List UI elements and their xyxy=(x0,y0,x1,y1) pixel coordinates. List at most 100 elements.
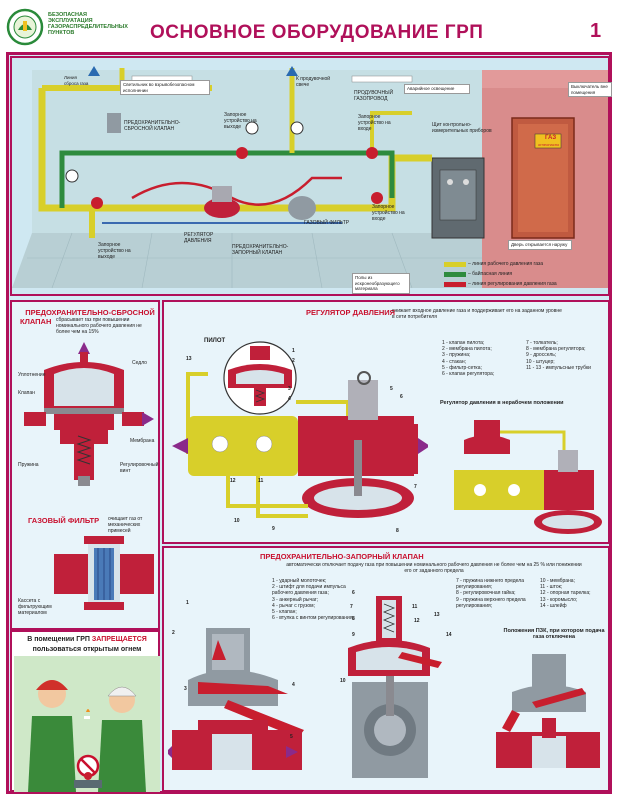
relief-label-membrane: Мембрана xyxy=(130,438,155,444)
warning-prefix: В помещении ГРП xyxy=(27,636,90,643)
shutoff-valve-diagram-middle xyxy=(348,596,442,778)
regulator-title: РЕГУЛЯТОР ДАВЛЕНИЯ xyxy=(306,308,396,317)
regulator-diagram xyxy=(172,341,428,518)
shutoff-title: ПРЕДОХРАНИТЕЛЬНО-ЗАПОРНЫЙ КЛАПАН xyxy=(260,552,424,561)
relief-title-2: КЛАПАН xyxy=(20,317,52,326)
list-item: 12 - опорная тарелка; xyxy=(540,590,591,597)
shutoff-list-2: 7 - пружина нижнего предела регулировани… xyxy=(456,578,538,609)
list-item: 8 - мембрана регулятора; xyxy=(526,346,586,353)
list-item: 6 - клапан регулятора; xyxy=(442,371,495,378)
shutoff-panel: ПРЕДОХРАНИТЕЛЬНО-ЗАПОРНЫЙ КЛАПАН автомат… xyxy=(162,546,610,792)
relief-label-seat: Седло xyxy=(132,360,147,366)
regulator-desc: снижает входное давление газа и поддержи… xyxy=(392,308,562,320)
list-item: 2 - штифт для подачи импульса рабочего д… xyxy=(272,584,346,597)
org-line: БЕЗОПАСНАЯ xyxy=(48,12,87,18)
label-outlet-device-low: Запорное устройство на выходе xyxy=(98,242,131,260)
reg-num-11: 11 xyxy=(258,478,264,484)
reg-num-6: 6 xyxy=(400,394,403,400)
list-item: 8 - регулировочная гайка; xyxy=(456,590,516,597)
label-gas-filter: ГАЗОВЫЙ ФИЛЬТР xyxy=(304,220,350,226)
label-floor: Полы из искронеобразующего материала xyxy=(352,273,410,294)
list-item: 7 - толкатель; xyxy=(526,340,558,346)
label-purge-pipe: ПРОДУВОЧНЫЙ ГАЗОПРОВОД xyxy=(354,90,394,102)
reg-num-7: 7 xyxy=(414,484,417,490)
reg-num-9: 9 xyxy=(272,526,275,532)
list-item: 9 - пружина верхнего предела регулирован… xyxy=(456,596,526,609)
scheme-panel: Линия сброса газа Светильник во взрывобе… xyxy=(10,56,612,296)
list-item: 13 - коромысло; xyxy=(540,596,578,603)
reg-num-8: 8 xyxy=(396,528,399,534)
legend-regulating: – линия регулирования давления газа xyxy=(468,281,557,287)
label-discharge-line: Линия сброса газа xyxy=(64,75,89,86)
pzk-num-3: 3 xyxy=(184,686,187,692)
label-door: Дверь открывается наружу xyxy=(508,240,572,250)
list-item: 6 - втулка с винтом регулирования; xyxy=(272,615,354,622)
reg-num-1: 1 xyxy=(292,348,295,354)
label-to-candle: К продувочной свече xyxy=(296,76,331,88)
list-item: 9 - дроссель; xyxy=(526,352,557,359)
org-line: ГАЗОРАСПРЕДЕЛИТЕЛЬНЫХ xyxy=(48,24,128,30)
regulator-list-left: 1 - клапан пилота; 2 - мембрана пилота; … xyxy=(442,340,528,377)
filter-desc: очищает газ от механических примесей xyxy=(108,516,143,534)
org-name: БЕЗОПАСНАЯ ЭКСПЛУАТАЦИЯ ГАЗОРАСПРЕДЕЛИТЕ… xyxy=(48,12,158,36)
list-item: 3 - пружина; xyxy=(442,352,471,359)
pzk-num-11: 11 xyxy=(412,604,418,610)
reg-num-2: 2 xyxy=(292,358,295,364)
legend-swatch-bypass xyxy=(444,272,466,277)
grp-room-illustration xyxy=(12,66,608,289)
label-outlet-device: Запорное устройство на выходе xyxy=(224,112,257,130)
pzk-num-9: 9 xyxy=(352,632,355,638)
legend-swatch-working xyxy=(444,262,466,267)
list-item: 2 - мембрана пилота; xyxy=(442,346,492,353)
relief-label-screw: Регулировочный винт xyxy=(120,462,159,474)
pzk-num-10: 10 xyxy=(340,678,346,684)
pilot-label: ПИЛОТ xyxy=(204,338,226,344)
pzk-num-1: 1 xyxy=(186,600,189,606)
pzk-num-4: 4 xyxy=(292,682,295,688)
regulator-nonwork-title: Регулятор давления в нерабочем положении xyxy=(440,400,564,406)
pzk-num-7: 7 xyxy=(350,604,353,610)
page-title: ОСНОВНОЕ ОБОРУДОВАНИЕ ГРП xyxy=(150,22,484,43)
warning-panel: В помещении ГРП ЗАПРЕЩАЕТСЯ пользоваться… xyxy=(10,630,160,792)
label-relief-valve: ПРЕДОХРАНИТЕЛЬНО-СБРОСНОЙ КЛАПАН xyxy=(124,120,181,132)
filter-title: ГАЗОВЫЙ ФИЛЬТР xyxy=(28,516,100,525)
label-alarm: Аварийное освещение xyxy=(404,84,470,94)
shutoff-desc: автоматически отключает подачу газа при … xyxy=(286,562,582,574)
regulator-nonwork-diagram xyxy=(454,420,602,534)
label-inlet-device: Запорное устройство на входе xyxy=(372,204,405,222)
regulator-list-right: 7 - толкатель; 8 - мембрана регулятора; … xyxy=(526,340,608,371)
shutoff-valve-diagram-left xyxy=(168,628,304,770)
shutoff-position-title: Положения ПЗК, при котором подача газа о… xyxy=(503,628,605,640)
relief-label-valve: Клапан xyxy=(18,390,35,396)
reg-num-4: 4 xyxy=(288,396,291,402)
logo-icon xyxy=(6,8,44,46)
list-item: 1 - ударный молоточек; xyxy=(272,578,327,584)
reg-num-12: 12 xyxy=(230,478,236,484)
list-item: 4 - стакан; xyxy=(442,358,466,365)
pzk-num-12: 12 xyxy=(414,618,420,624)
relief-valve-diagram xyxy=(24,342,154,486)
reg-num-3: 3 xyxy=(288,386,291,392)
relief-title: ПРЕДОХРАНИТЕЛЬНО-СБРОСНОЙ xyxy=(25,308,155,317)
list-item: 14 - шлейф xyxy=(540,602,567,609)
legend-swatch-regulating xyxy=(444,282,466,287)
label-inlet-device-top: Запорное устройство на входе xyxy=(358,114,391,132)
list-item: 10 - мембрана; xyxy=(540,578,575,584)
warning-line2: пользоваться открытым огнем xyxy=(32,646,142,653)
workers-illustration xyxy=(14,656,160,792)
gas-filter-diagram xyxy=(54,536,154,610)
relief-filter-panel: ПРЕДОХРАНИТЕЛЬНО-СБРОСНОЙ КЛАПАН сбрасыв… xyxy=(10,300,160,630)
relief-desc: сбрасывает газ при повышении номинальног… xyxy=(56,317,142,335)
reg-num-10: 10 xyxy=(234,518,240,524)
door-sign-gas: ГАЗ xyxy=(545,135,557,141)
list-item: 10 - штуцер; xyxy=(526,358,555,365)
list-item: 7 - пружина нижнего предела регулировани… xyxy=(456,578,524,591)
pzk-num-2: 2 xyxy=(172,630,175,636)
reg-num-5: 5 xyxy=(390,386,393,392)
label-instruments: Щит контрольно-измерительных приборов xyxy=(432,122,492,134)
filter-label: Кассета с фильтрующим материалом xyxy=(18,598,52,616)
relief-label-seal: Уплотнение xyxy=(18,372,46,378)
list-item: 11 - шток; xyxy=(540,584,563,591)
regulator-panel: РЕГУЛЯТОР ДАВЛЕНИЯ снижает входное давле… xyxy=(162,300,610,544)
list-item: 4 - рычаг с грузом; xyxy=(272,602,315,609)
